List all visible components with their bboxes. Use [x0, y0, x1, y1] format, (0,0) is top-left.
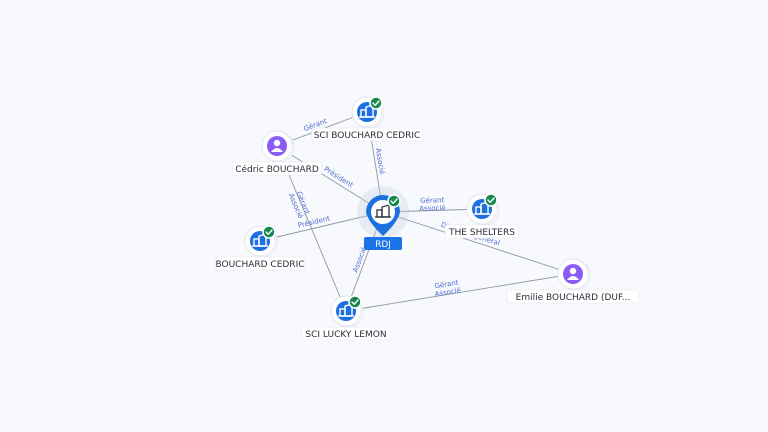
node-emilie-bouchard[interactable]: Emilie BOUCHARD (DUF...	[506, 258, 640, 304]
verified-check-icon	[348, 295, 362, 309]
node-rdj[interactable]: RDJ	[357, 186, 409, 250]
verified-check-icon	[484, 193, 498, 207]
edge-line	[345, 273, 574, 312]
person-icon	[567, 267, 579, 280]
node-label: BOUCHARD CEDRIC	[215, 260, 304, 270]
node-label: RDJ	[375, 240, 391, 250]
edge-label-associe: Associé	[419, 204, 446, 213]
edges-layer: GérantPrésidentGérantAssociéAssociéGéran…	[259, 111, 574, 312]
node-label-bg	[300, 326, 392, 341]
edge-line	[259, 211, 384, 242]
edge-line	[276, 145, 384, 213]
verified-check-icon	[262, 225, 276, 239]
edge-label: GérantAssocié	[287, 189, 312, 220]
node-label-bg	[231, 161, 323, 176]
edge-label-gerant: Gérant	[434, 279, 459, 291]
node-label-bg	[444, 224, 520, 239]
edge-label: GérantAssocié	[419, 196, 446, 213]
edge-label: Associé	[351, 246, 368, 274]
node-cedric-bouchard[interactable]: Cédric BOUCHARD	[231, 130, 323, 176]
edge-label-associe: Associé	[374, 148, 386, 175]
edge-line	[382, 211, 574, 275]
node-sci-lucky-lemon[interactable]: SCI LUCKY LEMON	[300, 295, 392, 341]
verified-check-icon	[369, 96, 383, 110]
node-sci-bouchard-cedric[interactable]: SCI BOUCHARD CEDRIC	[311, 96, 423, 142]
verified-check-icon	[387, 194, 401, 208]
node-label: Cédric BOUCHARD	[235, 164, 319, 175]
nodes-layer: RDJ SCI BOUCHARD CEDRIC Cédric BOUCHARD THE…	[214, 96, 640, 341]
node-the-shelters[interactable]: THE SHELTERS	[444, 193, 520, 239]
node-label-bg	[506, 289, 640, 304]
node-label: SCI BOUCHARD CEDRIC	[314, 131, 421, 141]
edge-label-associe: Associé	[351, 246, 368, 274]
node-bouchard-cedric[interactable]: BOUCHARD CEDRIC	[214, 225, 306, 271]
edge-label-gerant: Gérant	[420, 196, 445, 205]
node-label: THE SHELTERS	[448, 228, 515, 238]
person-icon	[271, 139, 283, 152]
node-label: SCI LUCKY LEMON	[305, 330, 386, 340]
focus-tag	[364, 237, 402, 250]
edge-label: Associé	[374, 148, 386, 175]
node-label-bg	[311, 127, 423, 142]
node-label: Emilie BOUCHARD (DUF...	[516, 293, 631, 303]
node-label-bg	[214, 256, 306, 271]
edge-label: GérantAssocié	[433, 278, 462, 298]
